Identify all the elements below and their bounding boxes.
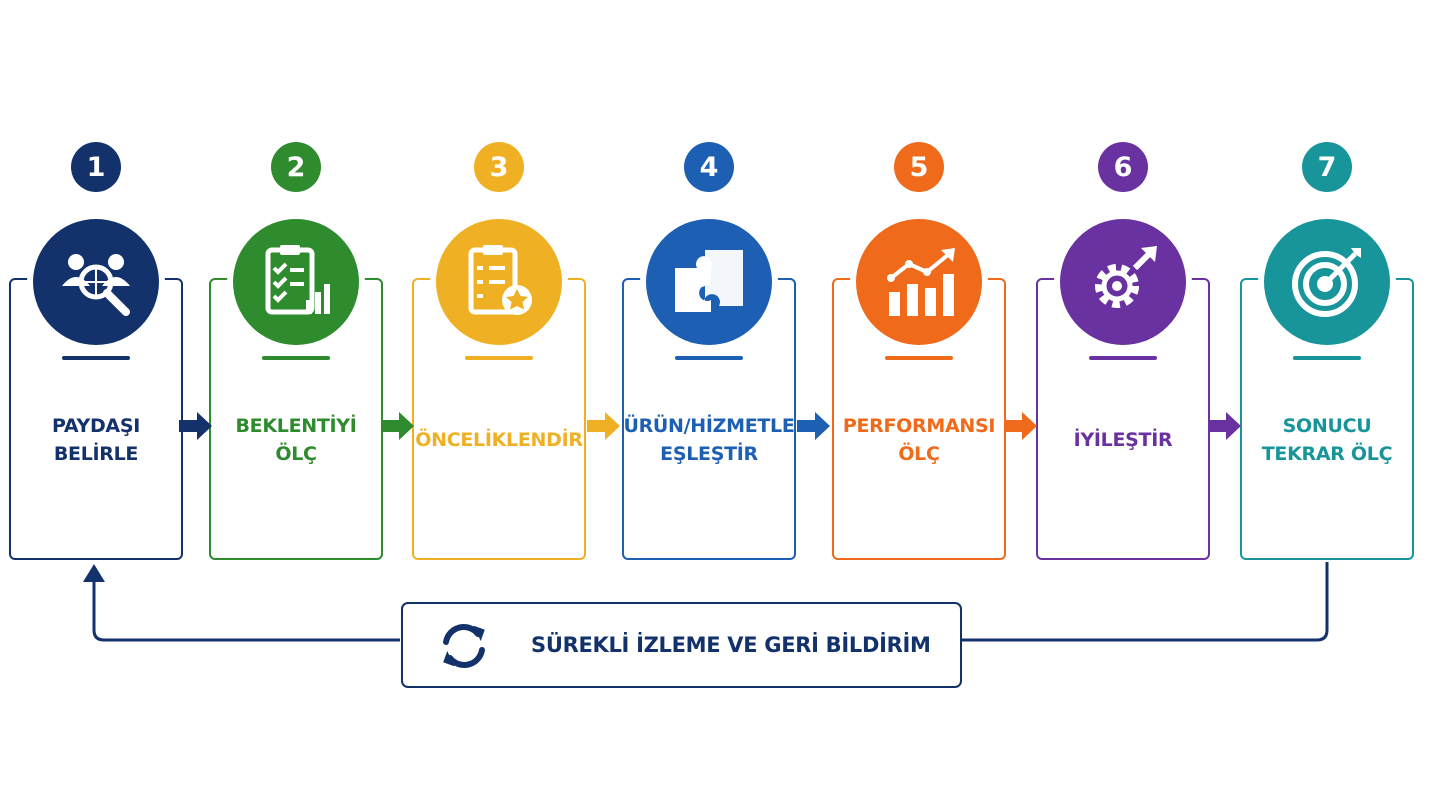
step-label: ÜRÜN/HİZMETLE EŞLEŞTİR <box>623 414 795 466</box>
step-number: 3 <box>474 142 524 192</box>
feedback-box: SÜREKLİ İZLEME VE GERİ BİLDİRİM <box>401 602 962 688</box>
step-label: İYİLEŞTİR <box>1073 428 1173 451</box>
step-icon-circle <box>436 219 562 345</box>
step-label: SONUCU TEKRAR ÖLÇ <box>1261 414 1393 466</box>
step-divider <box>885 356 953 360</box>
step-icon-circle <box>1060 219 1186 345</box>
stakeholder-search-icon <box>62 254 130 316</box>
step-label: PAYDAŞI BELİRLE <box>52 414 140 466</box>
step-icon-circle <box>33 219 159 345</box>
step-divider <box>262 356 330 360</box>
step-icon-circle <box>646 219 772 345</box>
step-label: PERFORMANSI ÖLÇ <box>842 414 996 466</box>
flow-arrow-icon <box>1208 412 1241 440</box>
checklist-chart-icon <box>265 245 330 315</box>
target-icon <box>1292 248 1361 317</box>
step-label: ÖNCELİKLENDİR <box>415 428 583 451</box>
step-number: 5 <box>894 142 944 192</box>
puzzle-icon <box>675 250 743 312</box>
step-divider <box>465 356 533 360</box>
flow-arrow-icon <box>380 412 414 440</box>
step-divider <box>675 356 743 360</box>
step-icon-circle <box>233 219 359 345</box>
step-number: 7 <box>1302 142 1352 192</box>
step-divider <box>62 356 130 360</box>
flow-arrow-icon <box>179 412 212 440</box>
flow-arrow-icon <box>797 412 830 440</box>
step-divider <box>1089 356 1157 360</box>
step-divider <box>1293 356 1361 360</box>
step-icon-circle <box>1264 219 1390 345</box>
step-label: BEKLENTİYİ ÖLÇ <box>235 414 357 466</box>
clipboard-star-icon <box>468 245 532 315</box>
flow-arrow-icon <box>587 412 620 440</box>
step-number: 1 <box>71 142 121 192</box>
gear-up-arrow-icon <box>1095 246 1157 308</box>
feedback-label: SÜREKLİ İZLEME VE GERİ BİLDİRİM <box>531 633 931 657</box>
growth-chart-icon <box>887 248 955 316</box>
step-number: 6 <box>1098 142 1148 192</box>
refresh-cycle-icon <box>443 624 485 668</box>
step-number: 4 <box>684 142 734 192</box>
step-icon-circle <box>856 219 982 345</box>
step-number: 2 <box>271 142 321 192</box>
flow-arrow-icon <box>1004 412 1037 440</box>
